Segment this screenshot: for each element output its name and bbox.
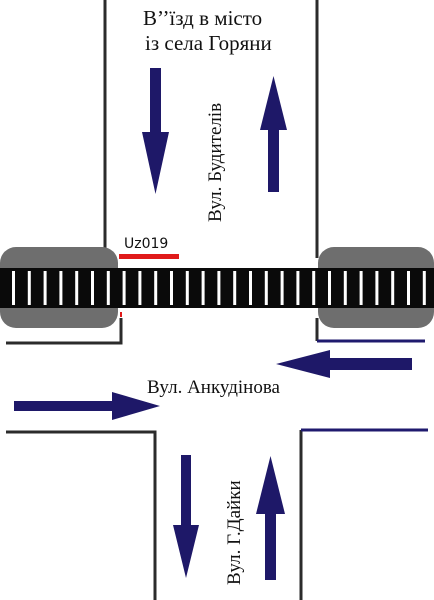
road-edges xyxy=(6,0,428,600)
rail-tie xyxy=(249,271,252,305)
rail-tie xyxy=(138,271,142,305)
rail-tie xyxy=(391,271,395,305)
arrow-up-icon xyxy=(260,76,287,192)
rail-tie xyxy=(185,271,189,305)
rail-tie xyxy=(75,271,79,305)
arrow-down-icon xyxy=(173,455,199,578)
street-label-dayky: Вул. Г.Дайки xyxy=(224,480,245,585)
rail-tie xyxy=(422,271,426,305)
rail-tie xyxy=(43,271,47,305)
rail-tie xyxy=(264,271,268,305)
rail-tie xyxy=(328,271,331,305)
road-edge-sw-corner xyxy=(6,430,157,600)
arrow-down-icon xyxy=(142,68,169,194)
road-edge-nw-corner xyxy=(6,318,123,345)
street-label-ankudinova: Вул. Анкудінова xyxy=(147,377,281,398)
rail-tie xyxy=(122,271,126,305)
rail-tie xyxy=(217,271,221,305)
traffic-arrows xyxy=(14,68,412,580)
rail-tie xyxy=(407,271,410,305)
rail-tie xyxy=(170,271,173,305)
rail-ties xyxy=(12,271,426,305)
street-labels: В’’їзд в місто із села Горяни Вул. Будит… xyxy=(143,6,281,585)
arrow-left-icon xyxy=(276,350,412,378)
entry-label-line2: із села Горяни xyxy=(145,31,272,55)
rail-tie xyxy=(201,271,205,305)
crossing-code-marker xyxy=(119,254,179,259)
railway-crossing: Uz019 xyxy=(0,236,434,328)
rail-tie xyxy=(359,271,363,305)
entry-label-line1: В’’їзд в місто xyxy=(143,6,262,30)
arrow-right-icon xyxy=(14,392,160,420)
rail-tie xyxy=(296,271,300,305)
rail-tie xyxy=(27,271,31,305)
crossing-code-label: Uz019 xyxy=(124,236,168,252)
street-label-budyteliv: Вул. Будителів xyxy=(205,103,226,222)
rail-tie xyxy=(59,271,63,305)
rail-tie xyxy=(154,271,158,305)
rail-tie xyxy=(106,271,110,305)
rail-tie xyxy=(233,271,237,305)
crossing-red-tick xyxy=(120,312,122,317)
rail-tie xyxy=(312,271,316,305)
rail-tie xyxy=(375,271,379,305)
arrow-up-icon xyxy=(256,456,285,580)
rail-tie xyxy=(343,271,347,305)
rail-bed xyxy=(0,268,434,308)
rail-tie xyxy=(280,271,284,305)
rail-tie xyxy=(12,271,15,305)
rail-tie xyxy=(91,271,94,305)
